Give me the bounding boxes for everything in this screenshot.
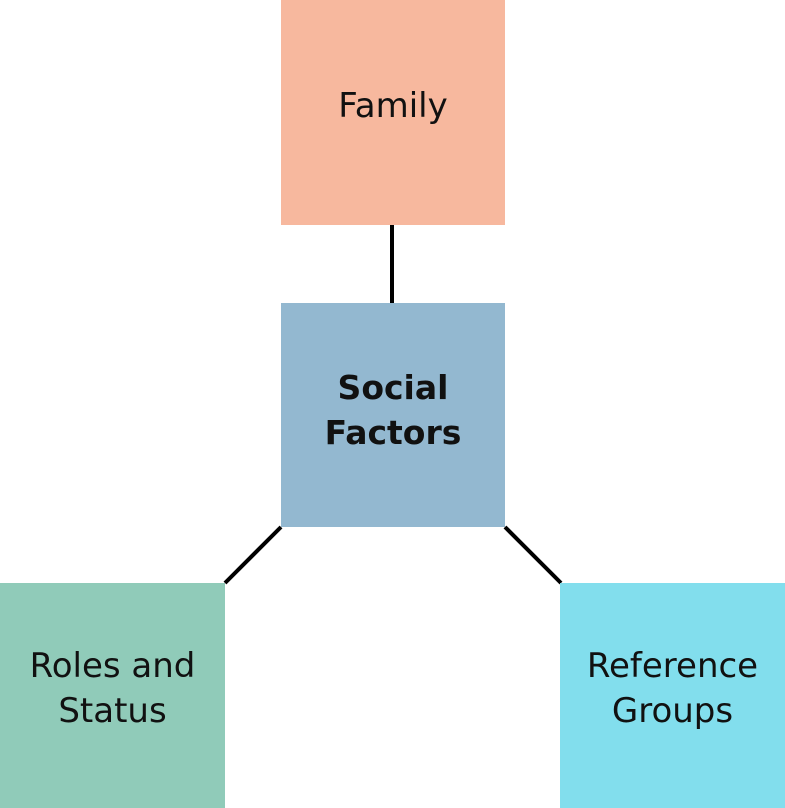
reference-groups-label: Reference Groups	[586, 646, 759, 731]
social-factors-box: Social Factors	[281, 303, 505, 527]
family-box: Family	[281, 0, 505, 225]
social-factors-label: Social Factors	[324, 368, 462, 452]
roles-and-status-box: Roles and Status	[0, 583, 225, 808]
roles-and-status-label: Roles and Status	[29, 646, 196, 731]
connector-reference-groups	[503, 525, 563, 585]
reference-groups-box: Reference Groups	[560, 583, 785, 808]
family-label: Family	[338, 86, 448, 126]
connector-roles-status	[223, 525, 283, 585]
